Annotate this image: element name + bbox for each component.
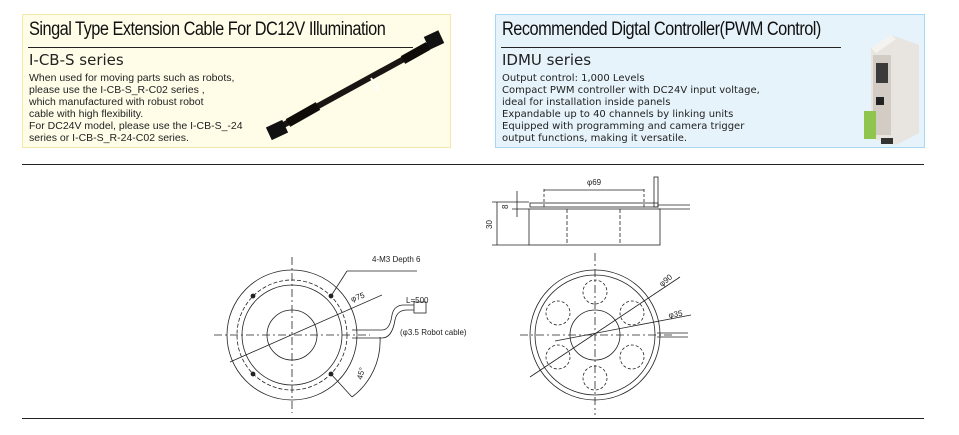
cable-image [265,30,445,141]
cable-description: When used for moving parts such as robot… [29,72,243,144]
cable-series-name: I-CB-S series [29,51,124,69]
desc-line: please use the I-CB-S_R-C02 series , [29,83,205,96]
desc-line: When used for moving parts such as robot… [29,72,235,84]
title-rule [501,47,841,48]
desc-line: which manufactured with robust robot [29,95,204,108]
phi90-label: φ90 [658,272,675,288]
dim-30-label: 30 [485,220,494,229]
cable-length-label: L=500 [406,296,429,305]
thread-label: 4-M3 Depth 6 [372,255,421,264]
desc-line: Expandable up to 40 channels by linking … [502,108,734,120]
desc-line: Compact PWM controller with DC24V input … [502,84,760,96]
desc-line: ideal for installation inside panels [502,96,671,108]
front-view-cable-side [214,257,427,413]
phi69-label: φ69 [587,178,602,187]
desc-line: cable with high flexibility. [29,107,144,120]
cable-panel-title: Singal Type Extension Cable For DC12V Il… [29,19,386,40]
desc-line: For DC24V model, please use the I-CB-S_-… [29,119,243,132]
desc-line: Equipped with programming and camera tri… [502,120,745,132]
desc-line: series or I-CB-S_R-24-C02 series. [29,131,189,144]
cable-note-label: (φ3.5 Robot cable) [400,328,467,337]
controller-description: Output control: 1,000 Levels Compact PWM… [502,73,760,144]
title-rule [28,47,413,48]
side-view [492,176,690,246]
desc-line: Output control: 1,000 Levels [502,73,645,84]
phi75-label: φ75 [350,290,367,303]
controller-info-panel: Recommended Digtal Controller(PWM Contro… [495,14,925,148]
controller-series-name: IDMU series [502,51,592,69]
back-view-led-side [520,253,692,415]
desc-line: output functions, making it versatile. [502,132,688,144]
cable-info-panel: Singal Type Extension Cable For DC12V Il… [22,14,451,148]
dimension-drawing: 4-M3 Depth 6 φ75 L=500 (φ3.5 Robot cable… [22,164,924,419]
phi35-label: φ35 [668,309,684,320]
dim-8-label: 8 [501,204,510,209]
controller-panel-title: Recommended Digtal Controller(PWM Contro… [502,19,821,40]
angle-label: 45° [355,366,367,380]
controller-image [864,35,919,145]
